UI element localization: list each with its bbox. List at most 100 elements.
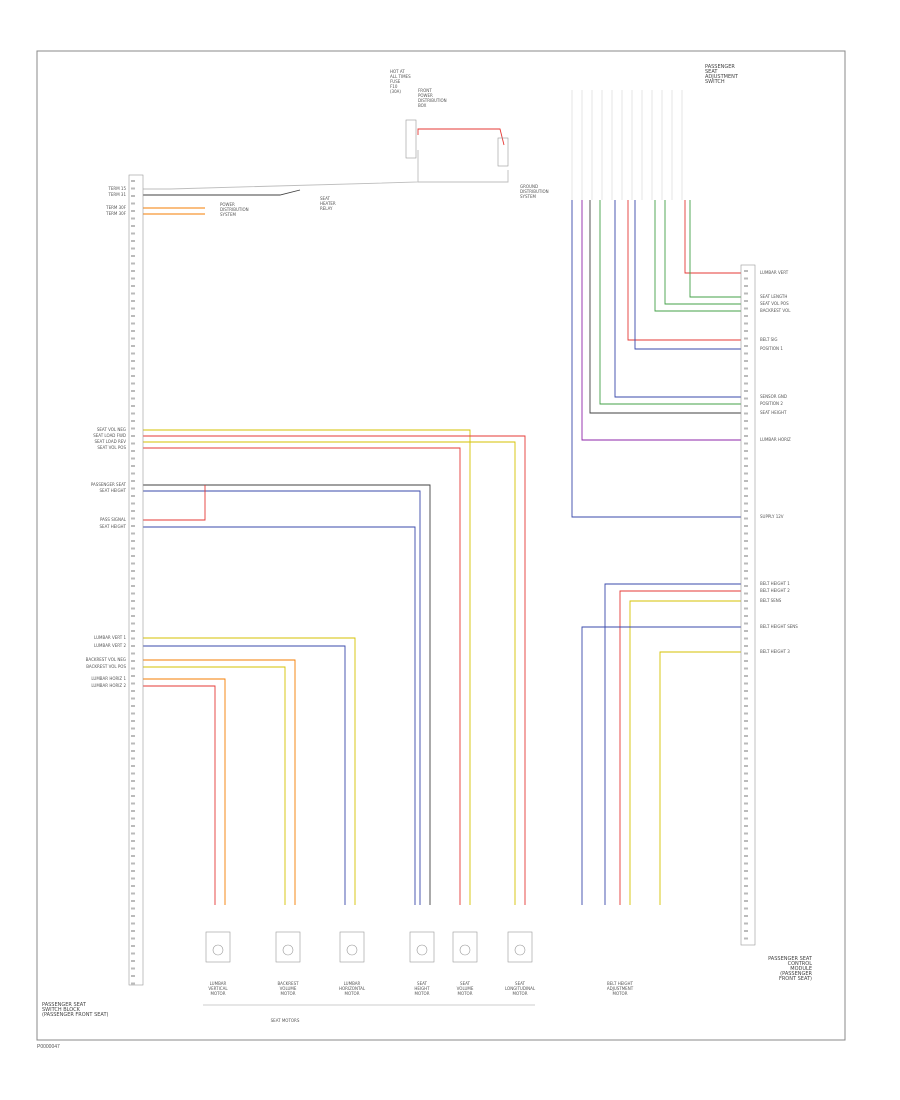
top-right-module-label: SWITCH (705, 79, 725, 85)
pin-mark (744, 795, 748, 797)
pin-mark (744, 277, 748, 280)
pin-mark (744, 600, 748, 602)
motor-icon (416, 944, 428, 956)
motor-icon (212, 944, 224, 956)
pin-mark (131, 885, 135, 887)
pin-label: SEAT VOL POS (97, 445, 126, 450)
pin-label: SEAT HEIGHT (100, 524, 127, 529)
wire (581, 626, 741, 905)
pin-mark (744, 472, 748, 475)
pin-mark (131, 952, 135, 955)
pin-label: POSITION 1 (760, 346, 783, 351)
pin-mark (131, 810, 135, 812)
left-module-connector (128, 174, 144, 986)
motor-icon (514, 944, 526, 956)
pin-mark (131, 382, 135, 385)
pin-mark (744, 637, 748, 640)
pin-mark (131, 390, 135, 392)
motor-label: MOTOR (415, 991, 430, 996)
pin-mark (131, 637, 135, 640)
pin-label: BELT HEIGHT 3 (760, 649, 790, 654)
fuse-block-label: DISTRIBUTION (418, 98, 447, 103)
right-module-connector (740, 264, 756, 946)
pin-mark (744, 420, 748, 422)
pin-mark (744, 510, 748, 512)
pin-mark (744, 525, 748, 527)
wire (689, 200, 741, 298)
supply-wire (169, 150, 419, 190)
motor-icon (346, 944, 358, 956)
wire (627, 200, 741, 341)
left-module-label: SWITCH BLOCK (42, 1007, 81, 1013)
pin-mark (131, 187, 135, 190)
pin-mark (744, 615, 748, 617)
pin-mark (131, 900, 135, 902)
pin-label: SEAT LENGTH (760, 294, 787, 299)
pin-mark (131, 577, 135, 580)
pin-label: BELT HEIGHT SENS (760, 624, 798, 629)
pin-mark (744, 892, 748, 895)
fuse-block-label: POWER (418, 93, 433, 98)
pin-mark (131, 600, 135, 602)
pin-mark (131, 435, 135, 437)
pin-mark (131, 375, 135, 377)
pin-mark (131, 420, 135, 422)
wire (571, 200, 741, 518)
motor-label: VOLUME (457, 986, 474, 991)
left-module-label: PASSENGER SEAT (42, 1002, 87, 1008)
pin-label: PASS SIGNAL (100, 517, 127, 522)
pin-mark (744, 645, 748, 647)
pin-mark (131, 495, 135, 497)
wire (614, 200, 741, 398)
fuse-label: ALL TIMES (390, 74, 411, 79)
pin-mark (131, 862, 135, 865)
motor-icon (282, 944, 294, 956)
pin-mark (744, 585, 748, 587)
motor-label: MOTOR (211, 991, 226, 996)
pin-mark (131, 645, 135, 647)
pin-label: BELT SIG (760, 337, 777, 342)
wire (143, 429, 471, 905)
pin-mark (744, 442, 748, 445)
pin-mark (744, 555, 748, 557)
pin-mark (131, 750, 135, 752)
wire (629, 600, 741, 905)
motor-label: MOTOR (281, 991, 296, 996)
pin-label: LUMBAR HORIZ 1 (91, 676, 126, 681)
pin-mark (131, 660, 135, 662)
pin-mark (131, 802, 135, 805)
motor-symbol (339, 931, 365, 963)
pin-mark (131, 712, 135, 715)
motor-label: VOLUME (280, 986, 297, 991)
pin-mark (744, 870, 748, 872)
belt-motor-label: ADJUSTMENT (607, 986, 634, 991)
pin-mark (131, 540, 135, 542)
wire (619, 590, 741, 905)
wire (143, 526, 416, 905)
pin-mark (744, 450, 748, 452)
motor-label: LONGITUDINAL (505, 986, 536, 991)
connector-pins (131, 180, 748, 985)
pin-mark (744, 517, 748, 520)
top-right-module-label: SEAT (705, 69, 718, 75)
pin-mark (744, 727, 748, 730)
pin-mark (744, 315, 748, 317)
pin-mark (744, 397, 748, 400)
pin-mark (744, 660, 748, 662)
pin-mark (131, 907, 135, 910)
pin-mark (744, 570, 748, 572)
pin-mark (131, 615, 135, 617)
pin-label: SENSOR GND (760, 394, 787, 399)
pin-mark (131, 247, 135, 250)
pin-mark (744, 360, 748, 362)
pin-label: LUMBAR VERT 2 (94, 643, 126, 648)
pin-mark (744, 330, 748, 332)
pin-mark (744, 577, 748, 580)
pin-mark (744, 427, 748, 430)
pin-mark (131, 300, 135, 302)
seat-heater-label: RELAY (320, 206, 333, 211)
pin-mark (131, 202, 135, 205)
motor-label: MOTOR (458, 991, 473, 996)
pin-mark (131, 705, 135, 707)
wire (684, 200, 741, 274)
